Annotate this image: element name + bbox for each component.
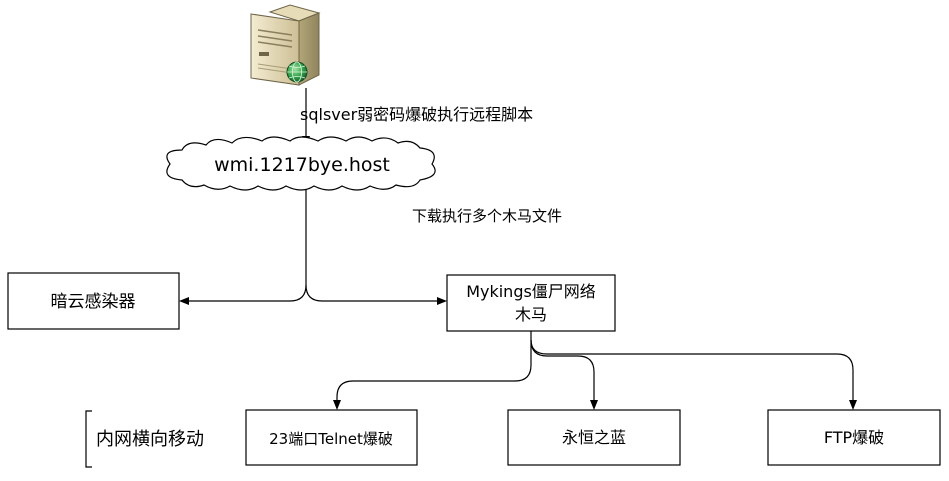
ftp-bruteforce-node: FTP爆破 bbox=[767, 409, 941, 466]
edge-cloud-to-mykings bbox=[305, 284, 437, 302]
edge-mykings-to-telnet bbox=[336, 331, 532, 400]
server-icon bbox=[250, 4, 321, 86]
globe-icon bbox=[286, 61, 308, 83]
eternal-blue-node: 永恒之蓝 bbox=[507, 409, 681, 466]
edge-cloud-trunk bbox=[189, 183, 307, 302]
arrowhead-eternal-blue bbox=[590, 400, 598, 410]
arrowhead-anyun bbox=[179, 297, 189, 305]
lateral-movement-group: 内网横向移动 bbox=[85, 410, 204, 468]
lateral-movement-label: 内网横向移动 bbox=[96, 429, 204, 450]
ftp-bruteforce-label: FTP爆破 bbox=[824, 428, 884, 447]
cloud-host-label: wmi.1217bye.host bbox=[214, 154, 390, 176]
eternal-blue-label: 永恒之蓝 bbox=[562, 428, 626, 447]
edge-mykings-to-eternal-blue bbox=[530, 339, 595, 400]
telnet-bruteforce-node: 23端口Telnet爆破 bbox=[245, 409, 418, 466]
edge-label-sql-bruteforce: sqlsver弱密码爆破执行远程脚本 bbox=[300, 105, 533, 124]
anyun-infector-node: 暗云感染器 bbox=[7, 272, 180, 330]
anyun-infector-label: 暗云感染器 bbox=[51, 292, 136, 312]
edge-label-download-trojans: 下载执行多个木马文件 bbox=[412, 207, 562, 225]
telnet-bruteforce-label: 23端口Telnet爆破 bbox=[269, 430, 393, 448]
lateral-bracket bbox=[85, 410, 92, 468]
cloud-node: wmi.1217bye.host bbox=[166, 136, 436, 191]
mykings-label-line1: Mykings僵尸网络 bbox=[466, 282, 596, 301]
arrowhead-telnet bbox=[333, 400, 341, 410]
arrowhead-ftp bbox=[849, 400, 857, 410]
mykings-label-line2: 木马 bbox=[515, 305, 547, 324]
edge-mykings-to-ftp bbox=[530, 339, 854, 400]
arrowhead-mykings bbox=[437, 297, 447, 305]
mykings-node: Mykings僵尸网络 木马 bbox=[446, 274, 616, 332]
